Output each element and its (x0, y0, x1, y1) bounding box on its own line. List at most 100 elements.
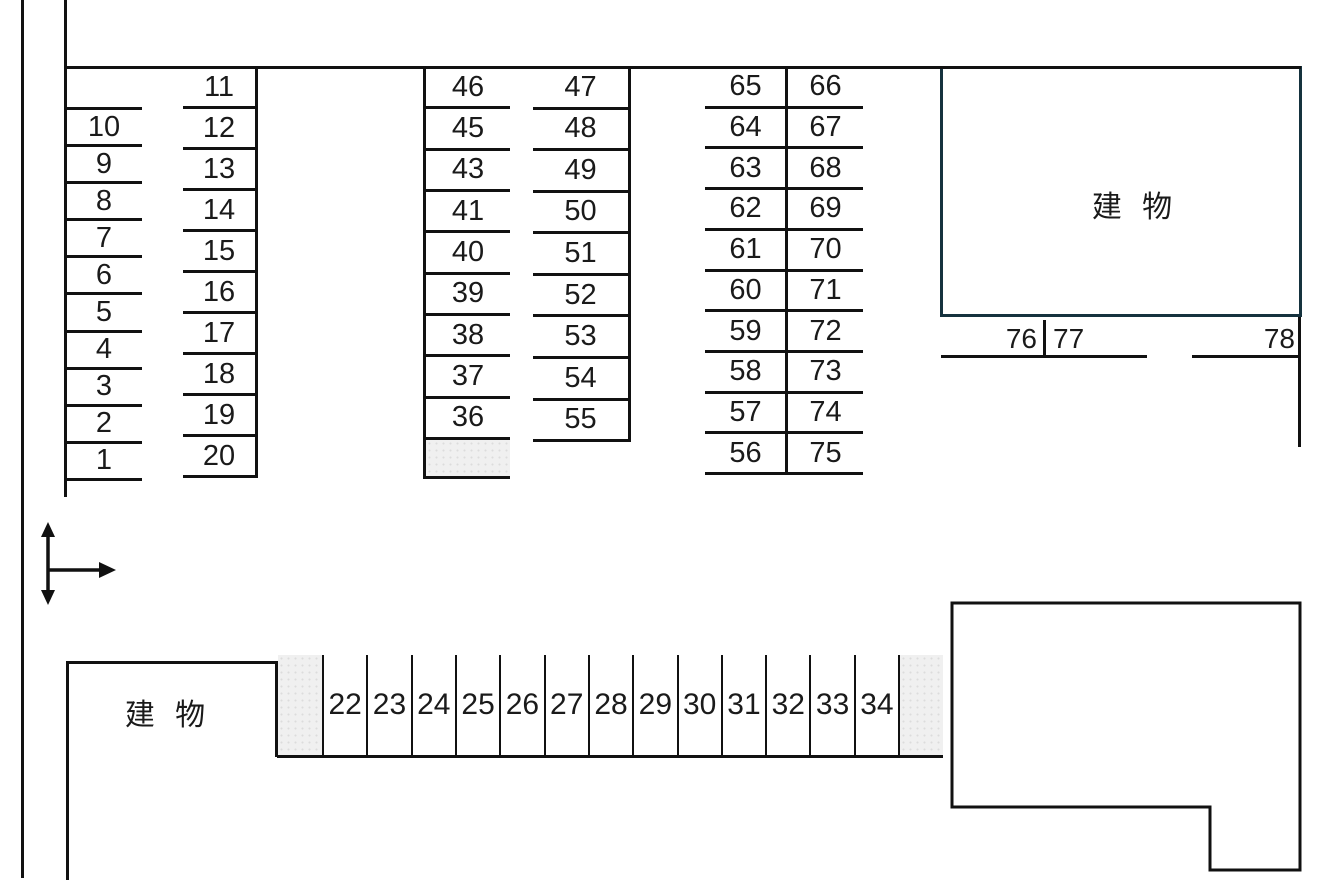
parking-space: 29 (632, 655, 676, 755)
spot-78-baseline (1192, 355, 1301, 358)
parking-space: 6 (66, 255, 142, 292)
spot-76-77-divider-line (1043, 320, 1046, 357)
parking-space: 12 (183, 109, 255, 150)
parking-space: 22 (322, 655, 366, 755)
parking-space-78: 78 (1263, 323, 1295, 354)
spot-76-77-baseline (941, 355, 1147, 358)
parking-space: 38 (426, 316, 510, 358)
parking-space: 9 (66, 144, 142, 181)
parking-space: 47 (533, 68, 628, 110)
parking-space: 46 (426, 68, 510, 110)
parking-space: 2 (66, 403, 142, 441)
parking-space: 58 (705, 353, 786, 394)
parking-space: 64 (705, 109, 786, 150)
parking-space: 13 (183, 150, 255, 191)
parking-space: 62 (705, 190, 786, 231)
parking-space: 1 (66, 440, 142, 478)
parking-space: 43 (426, 151, 510, 192)
parking-space: 69 (788, 190, 863, 231)
building-bottom-left-label: 建 物 (124, 699, 212, 732)
parking-space-76: 76 (1005, 323, 1037, 354)
building-bottom-right-outline (950, 601, 1302, 872)
parking-space: 63 (705, 149, 786, 191)
parking-space: 72 (788, 312, 863, 353)
building-bottom-left-right-edge (275, 661, 278, 757)
parking-space: 23 (366, 655, 410, 755)
column-56-75-center-line (785, 68, 788, 475)
parking-space: 15 (183, 232, 255, 273)
parking-space: 73 (788, 353, 863, 394)
site-top-boundary-line (65, 66, 1301, 69)
reserved-area-under-36 (426, 440, 510, 479)
parking-space: 53 (533, 317, 628, 359)
parking-space: 11 (183, 68, 255, 109)
parking-space: 40 (426, 233, 510, 275)
parking-space: 20 (183, 437, 255, 478)
parking-space: 4 (66, 329, 142, 367)
parking-space: 61 (705, 231, 786, 272)
parking-space: 37 (426, 357, 510, 399)
parking-space: 57 (705, 394, 786, 435)
parking-space: 34 (853, 655, 898, 755)
reserved-strip-left-of-22 (278, 655, 322, 755)
parking-space: 39 (426, 275, 510, 316)
building-bottom-left-top-edge (66, 661, 278, 664)
parking-space: 52 (533, 276, 628, 318)
parking-space: 71 (788, 272, 863, 313)
parking-space: 16 (183, 273, 255, 314)
parking-space: 55 (533, 401, 628, 443)
parking-space: 18 (183, 355, 255, 396)
parking-space: 75 (788, 434, 863, 476)
parking-space: 28 (587, 655, 632, 755)
parking-space: 70 (788, 231, 863, 272)
column-11-20-right-line (255, 68, 258, 478)
right-boundary-line (1298, 317, 1301, 447)
parking-space: 36 (426, 399, 510, 440)
parking-space: 3 (66, 366, 142, 404)
parking-space: 49 (533, 151, 628, 193)
parking-space: 31 (720, 655, 765, 755)
parking-space-77: 77 (1053, 323, 1085, 354)
parking-space: 8 (66, 181, 142, 218)
parking-space: 50 (533, 193, 628, 235)
parking-space: 68 (788, 149, 863, 191)
parking-space: 30 (676, 655, 721, 755)
parking-space: 45 (426, 109, 510, 151)
reserved-strip-right-of-34 (900, 655, 943, 755)
parking-space: 41 (426, 192, 510, 234)
parking-space: 74 (788, 394, 863, 435)
parking-space: 19 (183, 396, 255, 437)
parking-space: 65 (705, 68, 786, 109)
parking-space: 26 (499, 655, 543, 755)
parking-space: 66 (788, 68, 863, 109)
parking-space: 7 (66, 218, 142, 255)
parking-space: 33 (809, 655, 853, 755)
building-bottom-left-left-edge (66, 661, 69, 880)
bottom-row-baseline (277, 755, 943, 758)
parking-space: 10 (66, 107, 142, 144)
site-inner-left-line (64, 0, 67, 497)
parking-space: 27 (543, 655, 588, 755)
parking-space: 60 (705, 272, 786, 313)
parking-space: 54 (533, 359, 628, 401)
building-top-right-label: 建 物 (1091, 191, 1179, 224)
site-left-border-line (21, 0, 24, 878)
parking-space: 17 (183, 314, 255, 355)
parking-space: 67 (788, 109, 863, 150)
column-47-55-right-line (628, 68, 631, 442)
parking-space: 32 (765, 655, 809, 755)
parking-space: 24 (410, 655, 455, 755)
parking-space: 56 (705, 434, 786, 476)
parking-space: 25 (454, 655, 499, 755)
direction-arrows-icon (41, 522, 116, 605)
column-36-46-left-line (423, 68, 426, 479)
parking-space: 51 (533, 234, 628, 276)
